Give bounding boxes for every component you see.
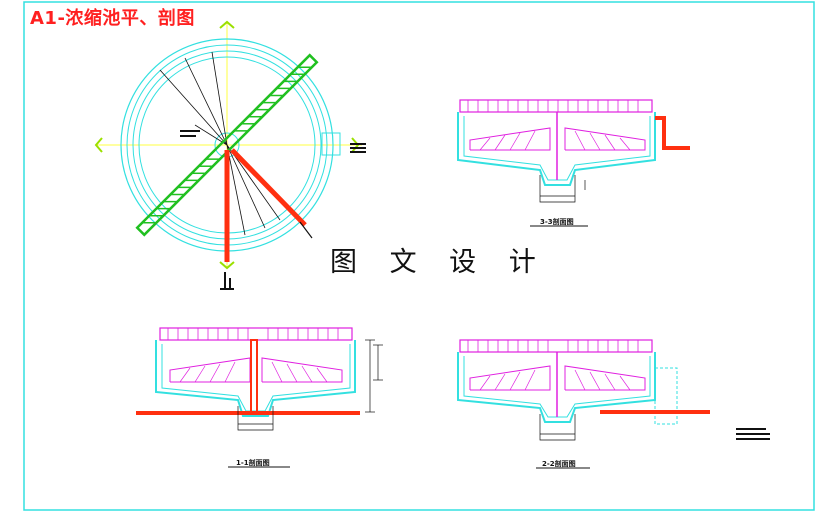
section-3-3-caption: 3-3剖面图 — [540, 217, 574, 226]
watermark-text: 图 文 设 计 — [330, 247, 548, 278]
pipe-diagonal-end — [299, 221, 313, 239]
section-1-1-view: 1-1剖面图 — [136, 327, 383, 468]
outlet-box — [321, 132, 341, 156]
section-2-2-view: 2-2剖面图 — [457, 339, 770, 469]
section-2-2-caption: 2-2剖面图 — [542, 459, 576, 468]
drawing-frame — [23, 1, 815, 511]
drawing-title: A1-浓缩池平、剖图 — [30, 8, 195, 29]
scraper-bridge — [135, 53, 319, 237]
section-2-2-labels — [736, 428, 770, 440]
section-markers — [94, 20, 360, 270]
section-1-1-caption: 1-1剖面图 — [236, 458, 270, 467]
section-3-3-view: 3-3剖面图 — [457, 99, 690, 227]
pipe-diagonal — [230, 148, 307, 227]
plan-view — [94, 20, 366, 290]
plan-labels — [180, 130, 366, 290]
